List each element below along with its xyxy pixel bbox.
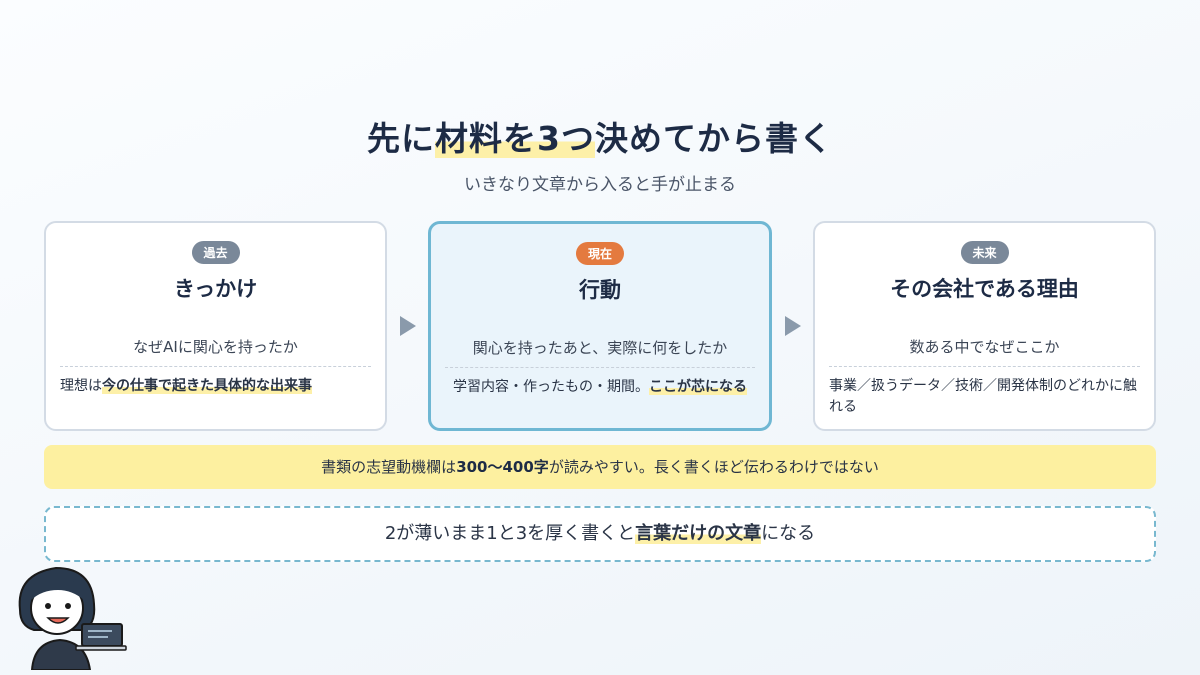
- note-text: 学習内容・作ったもの・期間。: [453, 379, 649, 395]
- arrow-right-icon: [400, 316, 416, 336]
- callout-text-post: になる: [761, 523, 816, 544]
- card-present: 現在 行動 関心を持ったあと、実際に何をしたか 学習内容・作ったもの・期間。ここ…: [428, 221, 772, 431]
- card-title: 行動: [579, 278, 621, 302]
- title-highlight: 材料を3つ: [435, 119, 595, 158]
- page-title: 先に材料を3つ決めてから書く: [0, 112, 1200, 160]
- card-note: 事業／扱うデータ／技術／開発体制のどれかに触れる: [829, 378, 1137, 415]
- title-post: 決めてから書く: [594, 119, 833, 158]
- card-divider: [445, 367, 755, 368]
- card-divider: [829, 366, 1140, 367]
- banner-text-post: が読みやすい。長く書くほど伝わるわけではない: [548, 458, 879, 476]
- card-question: 数ある中でなぜここか: [909, 338, 1060, 356]
- card-future: 未来 その会社である理由 数ある中でなぜここか 事業／扱うデータ／技術／開発体制…: [813, 221, 1156, 431]
- card-title: きっかけ: [173, 277, 258, 301]
- note-highlight: ここが芯になる: [649, 379, 747, 395]
- card-question: なぜAIに関心を持ったか: [133, 338, 298, 356]
- title-pre: 先に: [367, 119, 436, 158]
- card-past: 過去 きっかけ なぜAIに関心を持ったか 理想は今の仕事で起きた具体的な出来事: [44, 221, 387, 431]
- page-subtitle: いきなり文章から入ると手が止まる: [464, 175, 736, 195]
- card-divider: [60, 366, 371, 367]
- tip-banner: 書類の志望動機欄は300〜400字が読みやすい。長く書くほど伝わるわけではない: [44, 445, 1156, 489]
- card-question: 関心を持ったあと、実際に何をしたか: [472, 339, 728, 357]
- callout-text: 2が薄いまま1と3を厚く書くと: [384, 523, 636, 544]
- character-avatar-icon: [18, 566, 127, 670]
- badge-past: 過去: [191, 241, 240, 264]
- banner-text: 書類の志望動機欄は: [321, 458, 457, 476]
- badge-future: 未来: [960, 241, 1009, 264]
- card-note: 理想は今の仕事で起きた具体的な出来事: [60, 376, 375, 397]
- note-text: 理想は: [60, 378, 102, 394]
- warning-callout: 2が薄いまま1と3を厚く書くと言葉だけの文章になる: [44, 506, 1156, 562]
- arrow-right-icon: [785, 316, 801, 336]
- note-highlight: 今の仕事で起きた具体的な出来事: [102, 378, 312, 394]
- badge-present: 現在: [575, 242, 625, 265]
- callout-highlight: 言葉だけの文章: [635, 523, 762, 544]
- banner-bold: 300〜400字: [456, 458, 549, 476]
- card-title: その会社である理由: [890, 277, 1079, 301]
- card-note: 学習内容・作ったもの・期間。ここが芯になる: [437, 377, 763, 398]
